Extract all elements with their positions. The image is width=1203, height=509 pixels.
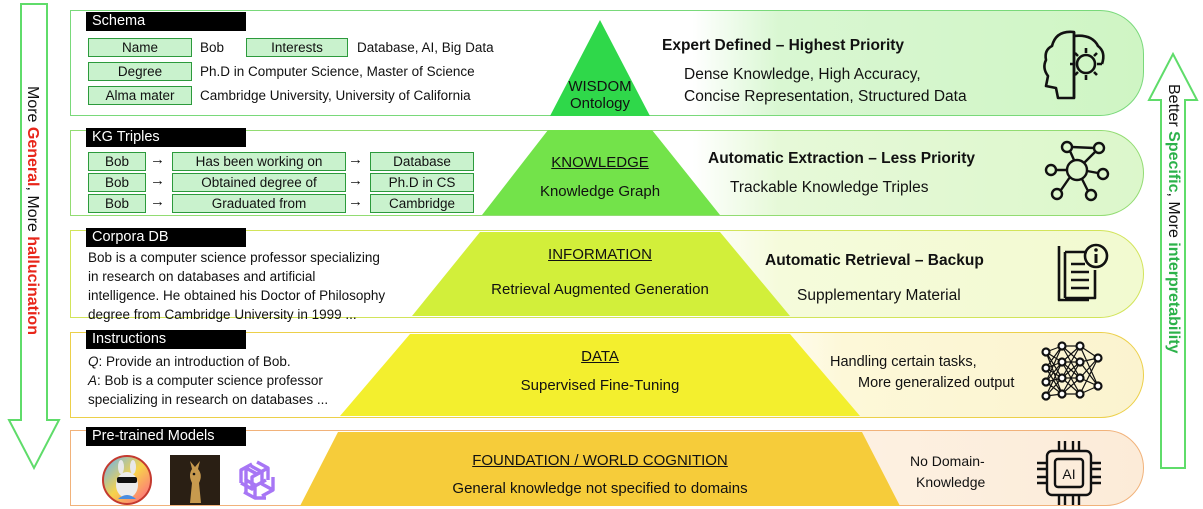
foundation-line2: Knowledge	[916, 474, 986, 490]
data-trapezoid	[340, 334, 860, 416]
data-subtitle: Supervised Fine-Tuning	[520, 377, 680, 394]
data-title: DATA	[581, 348, 619, 365]
wisdom-line2: Concise Representation, Structured Data	[684, 88, 967, 105]
information-trapezoid	[412, 232, 790, 316]
arrow-icon: →	[150, 172, 165, 189]
a-text-2: specializing in research on databases ..…	[88, 392, 329, 407]
foundation-title: FOUNDATION / WORLD COGNITION	[472, 452, 728, 469]
right-up-arrow	[1147, 52, 1199, 469]
arrow-icon: →	[150, 151, 165, 168]
wisdom-subtitle: Ontology	[569, 95, 631, 112]
corpora-line: intelligence. He obtained his Doctor of …	[88, 288, 386, 303]
brain-gear-icon	[1043, 30, 1105, 100]
data-line2: More generalized output	[858, 375, 1015, 391]
foundation-subtitle: General knowledge not specified to domai…	[452, 480, 748, 497]
wisdom-title: WISDOM	[568, 78, 632, 95]
kg-subject: Bob	[88, 173, 146, 192]
document-info-icon	[1057, 243, 1109, 302]
information-heading: Automatic Retrieval – Backup	[765, 252, 984, 269]
schema-name-key: Name	[88, 38, 192, 57]
foundation-trapezoid	[300, 432, 900, 506]
schema-header: Schema	[86, 12, 246, 31]
corpora-line: degree from Cambridge University in 1999…	[88, 307, 357, 322]
kg-subject: Bob	[88, 152, 146, 171]
knowledge-line1: Trackable Knowledge Triples	[730, 179, 929, 196]
schema-interests-key: Interests	[246, 38, 348, 57]
arrow-icon: →	[150, 193, 165, 210]
network-graph-icon	[1044, 140, 1110, 202]
schema-degree-key: Degree	[88, 62, 192, 81]
schema-alma-key: Alma mater	[88, 86, 192, 105]
knowledge-title: KNOWLEDGE	[551, 154, 649, 171]
information-subtitle: Retrieval Augmented Generation	[491, 281, 709, 298]
neural-network-icon	[1041, 341, 1103, 401]
q-text: : Provide an introduction of Bob.	[98, 354, 291, 369]
llama-model-icon	[102, 455, 152, 505]
schema-name-val: Bob	[200, 40, 225, 55]
instructions-header: Instructions	[86, 330, 246, 349]
ai-chip-icon: AI	[1037, 441, 1101, 505]
a-label: A	[88, 373, 98, 388]
information-line1: Supplementary Material	[797, 287, 961, 304]
corpora-line: in research on databases and artificial	[88, 269, 316, 284]
kg-predicate: Has been working on	[172, 152, 346, 171]
instructions-text: Q: Provide an introduction of Bob. A: Bo…	[88, 352, 408, 409]
corpora-text: Bob is a computer science professor spec…	[88, 248, 448, 324]
a-text: : Bob is a computer science professor	[97, 373, 323, 388]
wisdom-heading: Expert Defined – Highest Priority	[662, 37, 905, 54]
kg-object: Cambridge	[370, 194, 474, 213]
wisdom-triangle	[550, 20, 650, 116]
foundation-line1: No Domain-	[910, 453, 985, 469]
openai-model-icon	[239, 460, 275, 500]
arrow-icon: →	[348, 193, 363, 210]
alpaca-model-icon	[170, 455, 220, 505]
schema-degree-val: Ph.D in Computer Science, Master of Scie…	[200, 64, 475, 79]
kg-predicate: Obtained degree of	[172, 173, 346, 192]
kg-predicate: Graduated from	[172, 194, 346, 213]
left-down-arrow	[7, 3, 61, 471]
kg-object: Database	[370, 152, 474, 171]
knowledge-trapezoid	[482, 130, 720, 215]
kg-subject: Bob	[88, 194, 146, 213]
pretrained-header: Pre-trained Models	[86, 427, 246, 446]
knowledge-heading: Automatic Extraction – Less Priority	[708, 150, 976, 167]
arrow-icon: →	[348, 172, 363, 189]
knowledge-subtitle: Knowledge Graph	[539, 183, 661, 200]
wisdom-line1: Dense Knowledge, High Accuracy,	[684, 66, 921, 83]
schema-alma-val: Cambridge University, University of Cali…	[200, 88, 471, 103]
corpora-header: Corpora DB	[86, 228, 246, 247]
chip-label: AI	[1062, 466, 1075, 482]
schema-interests-val: Database, AI, Big Data	[357, 40, 494, 55]
data-line1: Handling certain tasks,	[830, 354, 977, 370]
corpora-line: Bob is a computer science professor spec…	[88, 250, 380, 265]
right-axis-label: Better Specific, More interpretability	[1165, 84, 1182, 354]
kg-object: Ph.D in CS	[370, 173, 474, 192]
arrow-icon: →	[348, 151, 363, 168]
kg-header: KG Triples	[86, 128, 246, 147]
q-label: Q	[88, 354, 99, 369]
left-axis-label: More General, More hallucination	[24, 86, 41, 335]
information-title: INFORMATION	[548, 246, 652, 263]
